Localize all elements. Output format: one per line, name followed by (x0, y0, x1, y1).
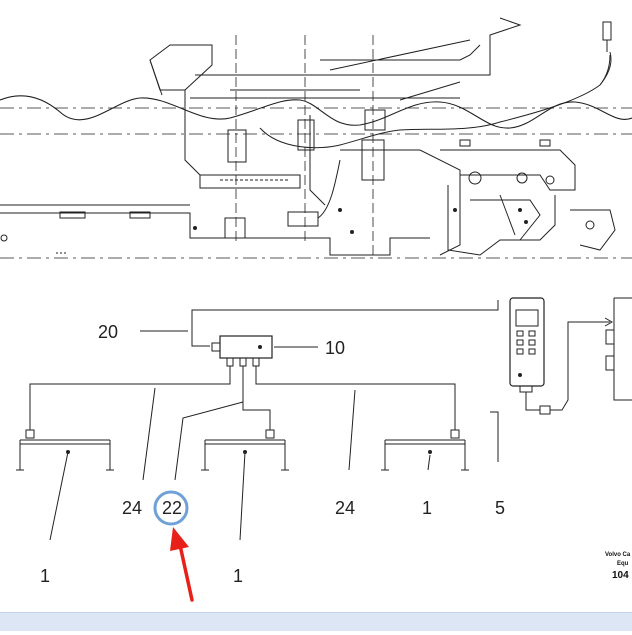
cable-22 (242, 370, 271, 430)
stamp-line-3: 104 (612, 570, 629, 581)
cable-20 (192, 298, 510, 346)
callout-1-bottom-left: 1 (40, 566, 50, 586)
controller-unit (605, 297, 632, 401)
callout-10: 10 (325, 338, 345, 358)
highlight-arrow (170, 527, 194, 602)
sensor-unit-left (16, 429, 114, 471)
machine-frame-drawing (0, 17, 632, 259)
bottom-bar (0, 612, 632, 631)
display-unit-5 (509, 297, 614, 415)
callout-24-right: 24 (335, 498, 355, 518)
callout-5: 5 (495, 498, 505, 518)
callout-20: 20 (98, 322, 118, 342)
cable-24-right (255, 370, 456, 430)
cable-24-left (29, 370, 231, 430)
highlight-circle (153, 490, 189, 526)
stamp-line-1: Volvo Ca (605, 552, 631, 558)
callout-22: 22 (162, 498, 182, 518)
callout-1-bottom-mid: 1 (233, 566, 243, 586)
callout-24-left: 24 (122, 498, 142, 518)
sensor-unit-right (381, 429, 469, 471)
sensor-unit-middle (201, 429, 289, 471)
stamp-line-2: Equ (617, 561, 629, 567)
wiring-schematic (16, 297, 632, 541)
callout-1-mid-right: 1 (422, 498, 432, 518)
junction-box-10 (219, 335, 273, 359)
